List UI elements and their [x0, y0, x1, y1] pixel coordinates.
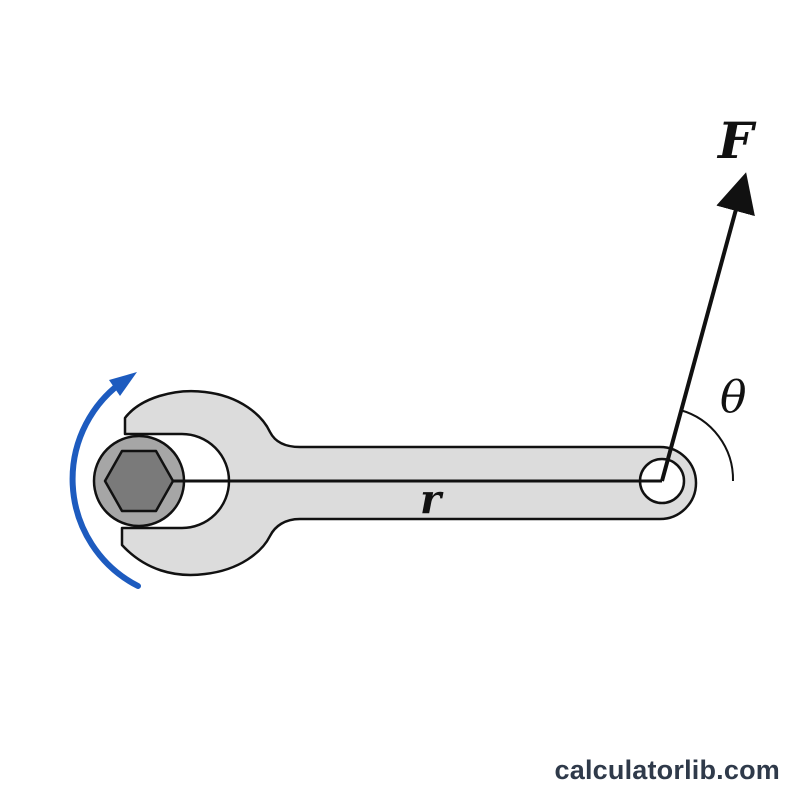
force-arrow [660, 172, 755, 482]
force-label: F [716, 111, 757, 170]
watermark-text: calculatorlib.com [554, 755, 780, 785]
rotation-arc [69, 375, 141, 589]
angle-label: θ [720, 372, 747, 423]
angle-arc [679, 409, 735, 482]
radius-label: r [420, 476, 444, 523]
rotation-arrowhead-icon [109, 372, 137, 396]
wrench-body [120, 389, 698, 577]
